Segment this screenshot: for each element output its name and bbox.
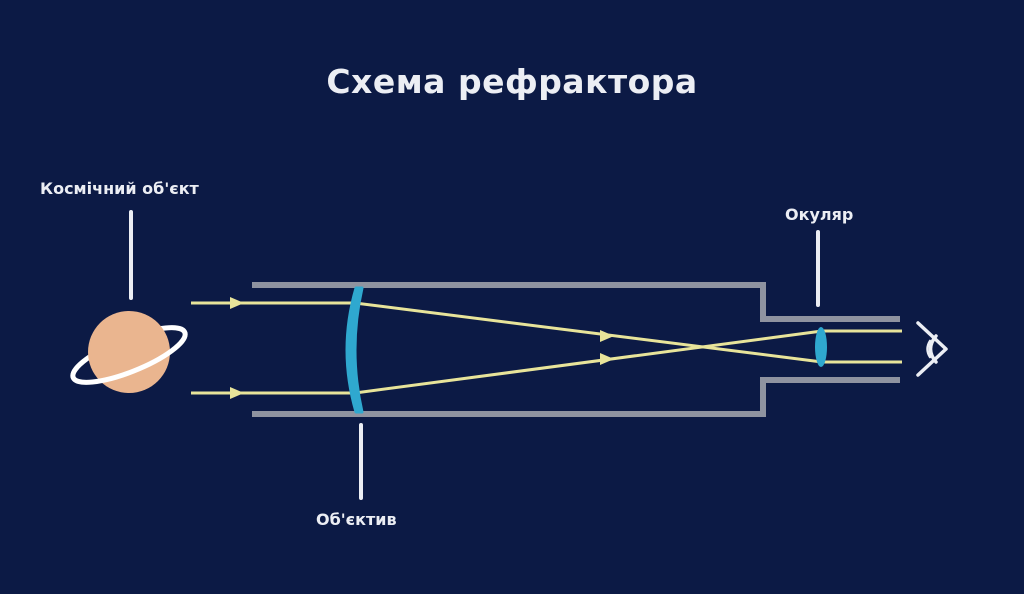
eyepiece-lens xyxy=(815,327,827,367)
objective-lens xyxy=(345,286,364,414)
page-title: Схема рефрактора xyxy=(326,62,698,101)
label-objective: Об'єктив xyxy=(316,510,397,529)
telescope-tube xyxy=(252,282,900,417)
refracted-rays xyxy=(354,301,823,395)
eye-icon xyxy=(916,321,948,377)
arrow-icon xyxy=(600,353,614,365)
exit-rays xyxy=(822,329,902,364)
arrow-icon xyxy=(230,387,244,399)
label-eyepiece: Окуляр xyxy=(785,205,854,224)
label-space-object: Космічний об'єкт xyxy=(40,179,199,198)
incoming-rays xyxy=(191,301,355,395)
planet-icon xyxy=(70,311,188,393)
arrow-icon xyxy=(600,330,614,342)
arrow-icon xyxy=(230,297,244,309)
